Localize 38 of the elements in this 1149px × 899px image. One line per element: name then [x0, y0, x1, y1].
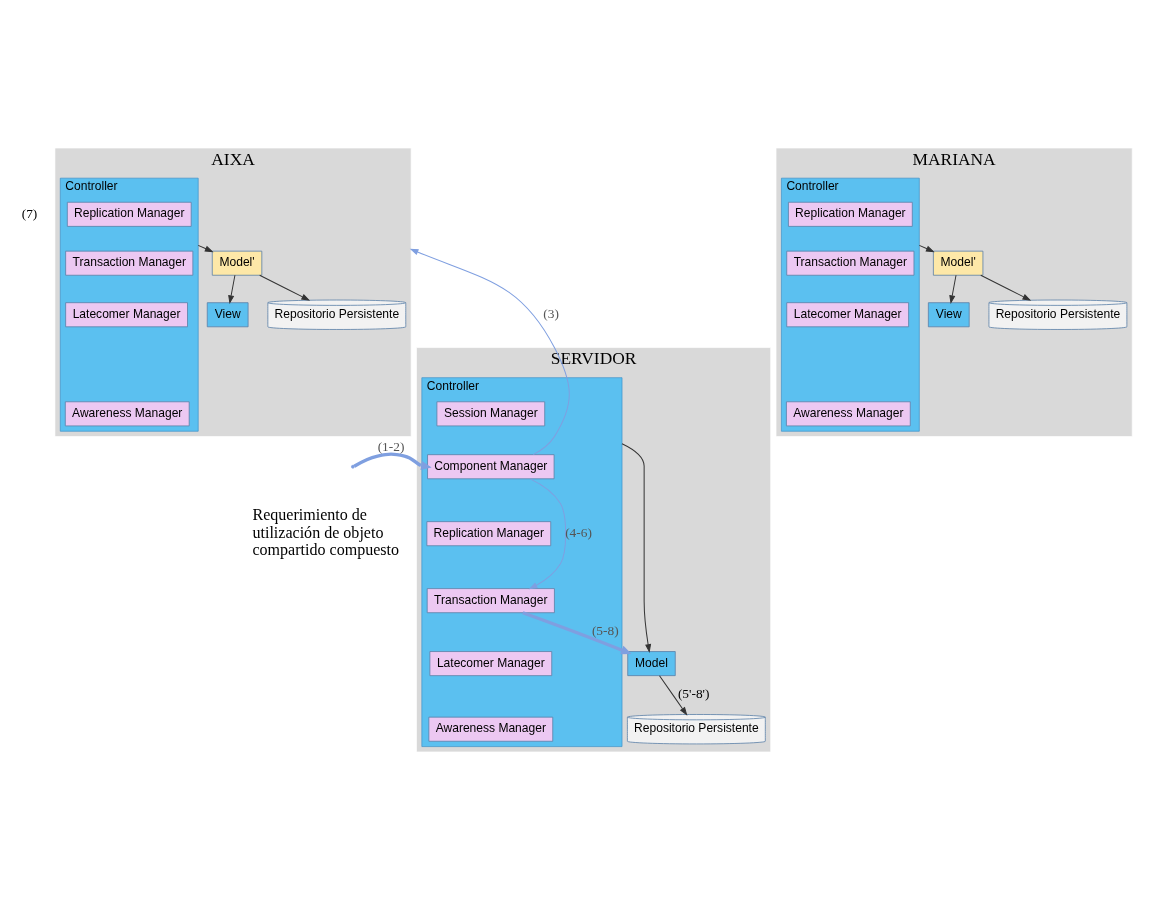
edge-label: (4-6)	[565, 524, 592, 540]
arrow	[918, 244, 934, 252]
node-box: Transaction Manager	[65, 250, 194, 276]
label: (7)	[21, 205, 38, 221]
node-box: Awareness Manager	[428, 716, 554, 742]
edge-label: (5'-8')	[677, 685, 710, 701]
arrow	[197, 244, 213, 252]
node-box: Latecomer Manager	[429, 650, 553, 676]
edge-label: (1-2)	[377, 438, 405, 454]
node-box: Replication Manager	[426, 520, 552, 546]
label: Requerimiento de utilización de objeto compartido compuesto	[252, 505, 400, 558]
arrow	[949, 274, 957, 303]
node-box: Session Manager	[436, 400, 546, 426]
node-box: Awareness Manager	[786, 400, 911, 426]
edge-label: (5-8)	[591, 622, 619, 638]
arrow	[529, 477, 567, 589]
arrow	[410, 248, 570, 455]
node-box: Replication Manager	[66, 201, 192, 227]
node-box: Awareness Manager	[64, 400, 190, 426]
arrow	[980, 274, 1031, 300]
node-box: View	[206, 301, 249, 327]
node-box: Model'	[211, 250, 263, 276]
arrow	[259, 274, 310, 300]
node-box: Replication Manager	[788, 201, 913, 227]
node-box: Transaction Manager	[786, 250, 915, 276]
node-box: Latecomer Manager	[786, 301, 909, 327]
node-box: Component Manager	[427, 453, 555, 479]
arrow	[522, 610, 632, 654]
arrow	[621, 442, 651, 652]
edge-label: (3)	[543, 305, 559, 321]
node-box: View	[927, 301, 970, 327]
node-box: Latecomer Manager	[65, 301, 188, 327]
node-box: Transaction Manager	[426, 587, 555, 613]
arrow	[228, 274, 236, 303]
arrow	[659, 674, 688, 715]
arrow	[353, 451, 432, 470]
node-box: Model	[627, 650, 676, 676]
node-box: Model'	[933, 250, 984, 276]
